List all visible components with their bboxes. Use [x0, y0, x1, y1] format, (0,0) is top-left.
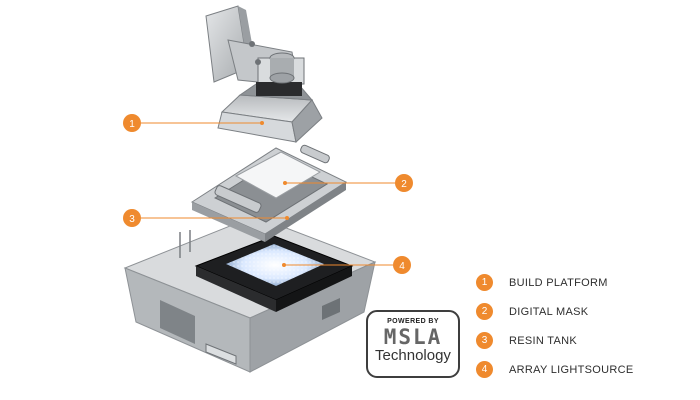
legend-label: DIGITAL MASK: [509, 305, 589, 318]
array-lightsource: [194, 235, 354, 312]
legend-number: 4: [476, 361, 493, 378]
digital-mask: [234, 151, 322, 199]
badge-logo: MSLA: [383, 325, 443, 349]
callout-marker-2: 2: [395, 174, 413, 192]
legend-number: 2: [476, 303, 493, 320]
legend-number: 1: [476, 274, 493, 291]
legend-label: BUILD PLATFORM: [509, 276, 608, 289]
callout-point-1: [260, 121, 264, 125]
callout-point-4: [282, 263, 286, 267]
legend-item-digital-mask: 2 DIGITAL MASK: [476, 297, 696, 326]
legend-label: ARRAY LIGHTSOURCE: [509, 363, 634, 376]
legend-item-build-platform: 1 BUILD PLATFORM: [476, 268, 696, 297]
badge-powered-by: POWERED BY: [387, 318, 439, 325]
callout-number-4: 4: [399, 261, 405, 272]
callout-marker-4: 4: [393, 256, 411, 274]
legend-label: RESIN TANK: [509, 334, 577, 347]
callout-number-2: 2: [401, 179, 407, 190]
callout-lines: [141, 121, 396, 267]
msla-technology-badge: POWERED BY MSLA Technology: [366, 310, 460, 378]
callout-marker-3: 3: [123, 209, 141, 227]
legend-item-resin-tank: 3 RESIN TANK: [476, 326, 696, 355]
callout-point-3: [285, 216, 289, 220]
legend-number: 3: [476, 332, 493, 349]
callout-point-2: [283, 181, 287, 185]
badge-technology: Technology: [375, 347, 451, 364]
callout-number-1: 1: [129, 119, 135, 130]
legend-item-array-lightsource: 4 ARRAY LIGHTSOURCE: [476, 355, 696, 384]
z-axis-carriage: [205, 5, 305, 96]
legend: 1 BUILD PLATFORM 2 DIGITAL MASK 3 RESIN …: [476, 268, 696, 384]
callout-marker-1: 1: [123, 114, 141, 132]
callout-number-3: 3: [129, 214, 135, 225]
